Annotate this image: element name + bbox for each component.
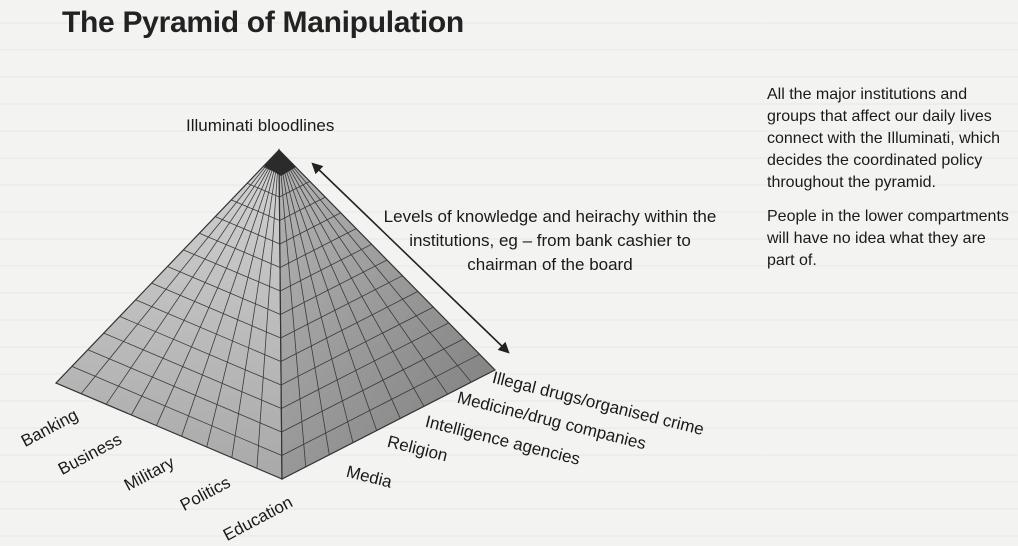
grid-level-line: [151, 282, 281, 339]
side-note: All the major institutions and groups th…: [767, 84, 1017, 284]
grid-level-line: [281, 338, 465, 433]
grid-level-line: [135, 299, 282, 362]
grid-radial-line: [130, 149, 280, 416]
grid-radial-line: [278, 149, 330, 455]
grid-level-line: [246, 182, 280, 198]
grid-level-line: [183, 249, 281, 292]
pyramid-left-face: [54, 148, 283, 480]
grid-level-line: [71, 366, 282, 456]
grid-level-line: [199, 232, 281, 268]
grid-radial-line: [231, 149, 280, 458]
grid-level-line: [215, 216, 281, 245]
side-note-paragraph-2: People in the lower compartments will ha…: [767, 208, 1009, 269]
apex-label: Illuminati bloodlines: [186, 116, 335, 135]
grid-radial-line: [181, 149, 280, 437]
pyramid-apex: [264, 150, 296, 176]
grid-level-line: [281, 353, 480, 456]
grid-level-line: [279, 181, 311, 198]
grid-radial-line: [80, 149, 280, 394]
grid-level-line: [119, 316, 282, 386]
grid-level-line: [167, 266, 281, 315]
grid-radial-line: [278, 149, 307, 467]
grid-radial-line: [156, 149, 280, 426]
grid-level-line: [87, 349, 282, 433]
grid-radial-line: [105, 149, 280, 405]
grid-radial-line: [206, 149, 280, 448]
side-note-paragraph-1: All the major institutions and groups th…: [767, 86, 1000, 191]
levels-arrow: [311, 162, 510, 354]
page-title: The Pyramid of Manipulation: [62, 6, 464, 39]
grid-radial-line: [256, 149, 280, 469]
grid-level-line: [231, 199, 280, 221]
grid-level-line: [103, 332, 282, 409]
